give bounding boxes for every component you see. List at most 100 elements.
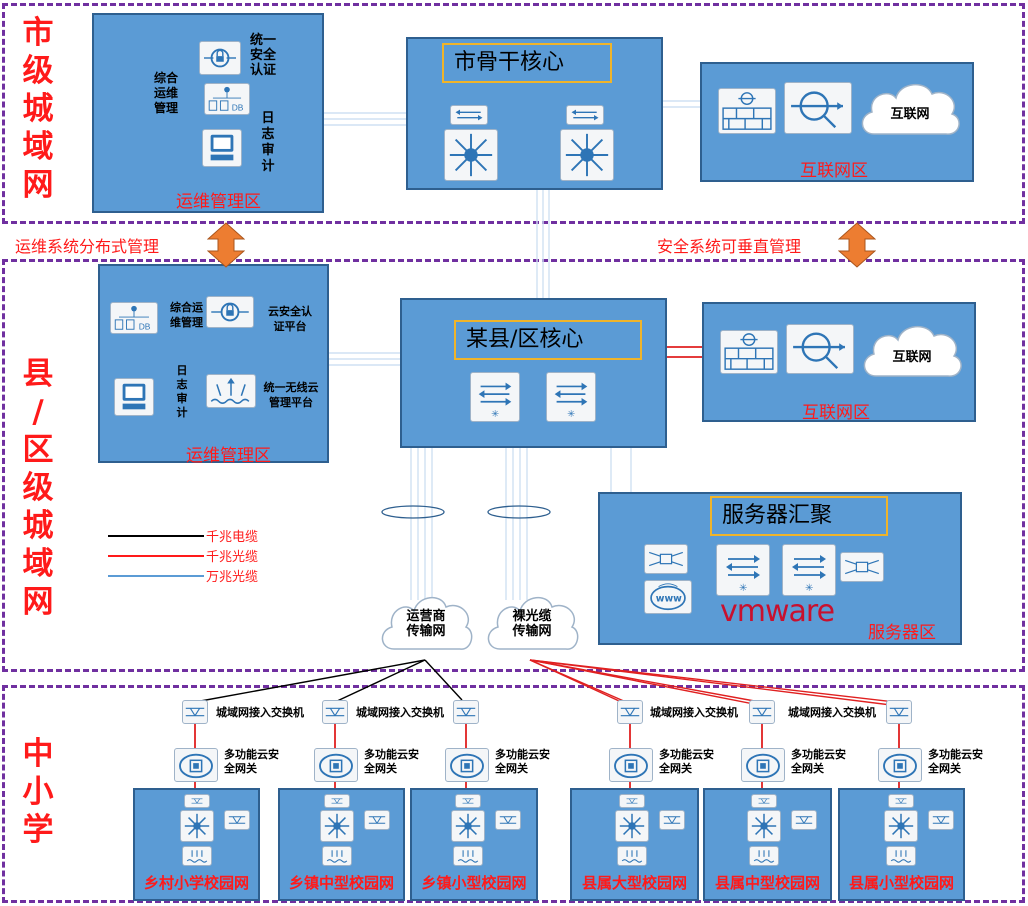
city-core: 市骨干核心 <box>406 37 663 190</box>
double-arrow-icon <box>838 222 876 268</box>
access-switch-icon <box>749 700 775 724</box>
school-campus-network: 乡镇中型校园网 <box>278 788 405 901</box>
county-ops-area-label: 运维管理区 <box>186 446 271 466</box>
city-county-core-link <box>536 190 550 300</box>
switch-icon <box>619 794 645 808</box>
db-icon: DB <box>204 83 250 115</box>
server-title: 服务器汇聚 <box>710 496 888 536</box>
gateway-icon <box>174 748 218 782</box>
school-campus-network: 县属大型校园网 <box>570 788 699 901</box>
svg-text:DB: DB <box>139 321 151 331</box>
gateway-label: 多功能云安全网关 <box>791 748 846 775</box>
gateway-icon <box>741 748 785 782</box>
city-ops-core-link <box>323 112 407 126</box>
school-campus-network: 乡镇小型校园网 <box>410 788 538 901</box>
internet-cloud: 互联网 <box>856 314 968 386</box>
city-ops-area: 综合运维管理 统一安全认证 DB 日志审计 运维管理区 <box>92 13 324 213</box>
server-area-label: 服务器区 <box>868 623 936 643</box>
county-internet-area-label: 互联网区 <box>802 403 870 423</box>
server-area: 服务器汇聚 www ✳ ✳ vmware 服务器区 <box>598 492 962 645</box>
school-name-label: 县属小型校园网 <box>848 874 954 892</box>
carrier-cloud-label: 运营商传输网 <box>406 609 446 639</box>
wifi-ap-icon <box>749 846 779 866</box>
switch-icon <box>184 794 210 808</box>
core-router-icon <box>180 810 214 842</box>
city-auth-label: 统一安全认证 <box>250 33 277 78</box>
gateway-label: 多功能云安全网关 <box>928 748 983 775</box>
core-router-icon <box>747 810 781 842</box>
wifi-ap-icon <box>453 846 483 866</box>
switch-icon <box>928 810 954 830</box>
svg-text:www: www <box>656 594 682 605</box>
vmware-logo: vmware <box>720 594 835 629</box>
school-name-label: 乡镇中型校园网 <box>288 874 394 892</box>
access-switch-label: 城域网接入交换机 <box>788 706 876 719</box>
switch-icon <box>324 794 350 808</box>
county-core: 某县/区核心 ✳ ✳ <box>400 298 667 448</box>
gateway-label: 多功能云安全网关 <box>224 748 279 775</box>
carrier-access-links <box>194 659 463 703</box>
switch-icon: ✳ <box>716 544 770 596</box>
auth-icon <box>206 296 254 328</box>
core-router-icon <box>884 810 918 842</box>
gateway-icon <box>878 748 922 782</box>
core-router-icon <box>444 129 498 181</box>
county-core-server-link <box>610 448 632 493</box>
core-router-icon <box>451 810 485 842</box>
internet-cloud-label: 互联网 <box>890 107 930 122</box>
security-vertical-label: 安全系统可垂直管理 <box>657 237 802 256</box>
county-auth-label: 云安全认证平台 <box>268 305 312 333</box>
county-core-cloud-link <box>410 448 528 600</box>
firewall-icon <box>718 88 776 134</box>
carrier-transport-cloud: 运营商传输网 <box>376 583 476 659</box>
switch-icon: ✳ <box>782 544 836 596</box>
switch-icon <box>364 810 390 830</box>
gateway-icon <box>609 748 653 782</box>
core-router-icon <box>320 810 354 842</box>
gateway-icon <box>314 748 358 782</box>
gateway-label: 多功能云安全网关 <box>364 748 419 775</box>
county-zone <box>2 259 1025 672</box>
school-name-label: 乡镇小型校园网 <box>421 874 527 892</box>
access-switch-label: 城域网接入交换机 <box>356 706 444 719</box>
school-zone <box>2 685 1025 903</box>
switch-icon <box>566 105 604 125</box>
switch-icon <box>495 810 521 830</box>
legend-label: 千兆光缆 <box>206 550 259 565</box>
switch-icon <box>644 544 688 574</box>
access-switch-label: 城域网接入交换机 <box>650 706 738 719</box>
school-name-label: 县属中型校园网 <box>714 874 820 892</box>
internet-cloud: 互联网 <box>854 72 966 144</box>
gateway-label: 多功能云安全网关 <box>659 748 714 775</box>
switch-icon: ✳ <box>546 372 596 422</box>
switch-icon <box>455 794 481 808</box>
school-name-label: 县属大型校园网 <box>581 874 687 892</box>
internet-cloud-label: 互联网 <box>892 350 932 365</box>
school-uplinks <box>194 724 900 790</box>
gateway-label: 多功能云安全网关 <box>495 748 550 775</box>
www-icon: www <box>644 580 692 614</box>
fiber-access-links <box>529 659 900 707</box>
county-log-audit-label: 日志审计 <box>176 364 188 419</box>
db-icon: DB <box>110 302 158 334</box>
ips-icon <box>786 324 854 374</box>
svg-text:✳: ✳ <box>805 583 813 594</box>
link-bundle-ring <box>487 505 551 519</box>
svg-text:✳: ✳ <box>739 583 747 594</box>
switch-icon <box>840 552 884 582</box>
legend-line <box>108 575 204 577</box>
access-switch-icon <box>322 700 348 724</box>
ips-icon <box>784 82 852 134</box>
monitor-icon <box>114 378 154 416</box>
legend-line <box>108 555 204 557</box>
core-router-icon <box>560 129 614 181</box>
svg-text:✳: ✳ <box>567 409 575 420</box>
legend-line <box>108 535 204 537</box>
county-core-title: 某县/区核心 <box>454 320 642 360</box>
fiber-cloud-label: 裸光缆传输网 <box>512 609 552 639</box>
access-switch-label: 城域网接入交换机 <box>216 706 304 719</box>
city-zone-label: 市级城域网 <box>22 15 54 203</box>
switch-icon <box>659 810 685 830</box>
switch-icon <box>791 810 817 830</box>
